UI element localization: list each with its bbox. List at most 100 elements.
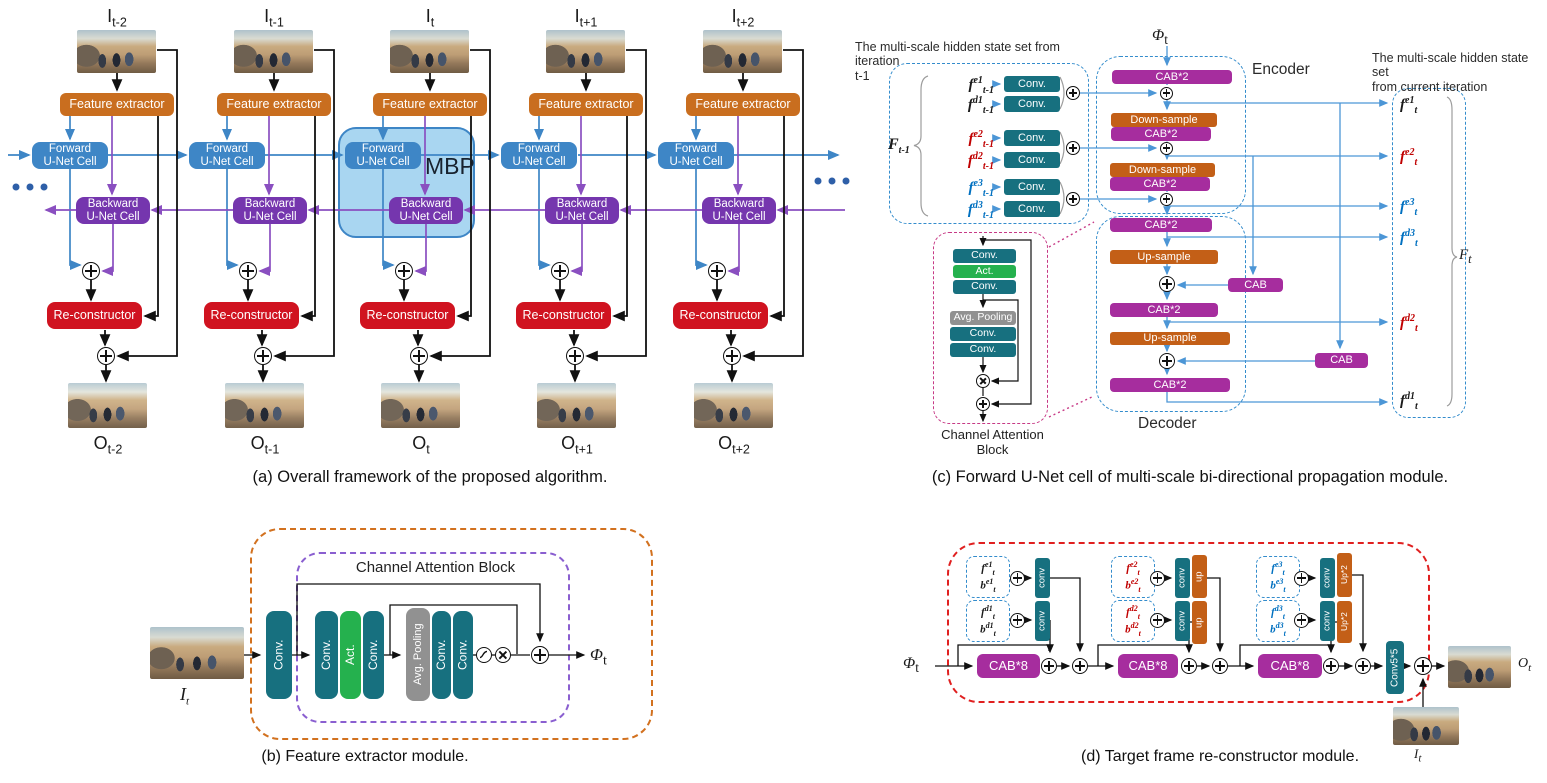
conv-box: Conv. bbox=[1004, 152, 1060, 168]
cab-title: Channel Attention Block bbox=[355, 559, 516, 576]
add-icon bbox=[531, 646, 549, 664]
input-frame-image bbox=[1393, 707, 1459, 745]
conv-box: Conv. bbox=[1004, 201, 1060, 217]
add-icon bbox=[1010, 570, 1025, 586]
output-frame-label: Ot bbox=[412, 433, 430, 457]
state-pair-box: fd1t bd1t bbox=[966, 600, 1010, 642]
add-icon bbox=[1066, 192, 1080, 206]
state-label: fd1t-1 bbox=[967, 95, 994, 116]
cab2-box: CAB*2 bbox=[1112, 70, 1232, 84]
add-icon bbox=[566, 347, 584, 365]
output-frame-label: Ot+2 bbox=[718, 433, 750, 457]
output-frame-image bbox=[381, 383, 460, 428]
input-frame-label: It-2 bbox=[107, 6, 127, 30]
add-icon bbox=[82, 262, 100, 280]
cab8-box: CAB*8 bbox=[1258, 654, 1322, 678]
feature-extractor-box: Feature extractor bbox=[529, 93, 643, 116]
act-box: Act. bbox=[953, 265, 1016, 278]
output-frame-image bbox=[68, 383, 147, 428]
state-label: bd3t bbox=[1270, 620, 1286, 638]
add-icon bbox=[1159, 353, 1175, 369]
state-label: fd2t bbox=[1400, 313, 1418, 334]
input-frame-label: It bbox=[425, 6, 435, 30]
state-label: be3t bbox=[1270, 576, 1286, 594]
state-label: be2t bbox=[1125, 576, 1141, 594]
conv-box: Conv. bbox=[950, 343, 1016, 357]
add-icon bbox=[97, 347, 115, 365]
avg-pooling-box: Avg. Pooling bbox=[950, 311, 1016, 325]
state-label: bd2t bbox=[1125, 620, 1141, 638]
panel-b-caption: (b) Feature extractor module. bbox=[261, 748, 469, 765]
state-pair-box: fe1t be1t bbox=[966, 556, 1010, 598]
input-frame-label: It-1 bbox=[264, 6, 284, 30]
add-icon bbox=[1066, 141, 1080, 155]
add-icon bbox=[239, 262, 257, 280]
f-prev-set-label: Ft-1 bbox=[888, 136, 910, 157]
cab2-box: CAB*2 bbox=[1110, 218, 1212, 232]
feature-extractor-box: Feature extractor bbox=[217, 93, 331, 116]
conv-box: Conv. bbox=[953, 280, 1016, 294]
state-label: fe3t bbox=[1271, 559, 1285, 577]
conv-box: Conv. bbox=[950, 327, 1016, 341]
conv-box: Conv. bbox=[953, 249, 1016, 263]
state-pair-box: fd2t bd2t bbox=[1111, 600, 1155, 642]
up-box: up bbox=[1192, 601, 1207, 644]
conv-box: conv bbox=[1035, 558, 1050, 598]
cab2-box: CAB*2 bbox=[1111, 127, 1211, 141]
input-frame-label: It+2 bbox=[731, 6, 755, 30]
decoder-label: Decoder bbox=[1138, 415, 1197, 432]
state-label: bd1t bbox=[980, 620, 996, 638]
reconstructor-box: Re-constructor bbox=[47, 302, 142, 329]
panel-c-caption: (c) Forward U-Net cell of multi-scale bi… bbox=[931, 468, 1449, 486]
state-label: fd2t bbox=[1126, 603, 1140, 621]
conv-box: Conv. bbox=[315, 611, 338, 699]
input-frame-image bbox=[234, 30, 313, 73]
input-frame-label: It bbox=[1414, 746, 1422, 765]
add-icon bbox=[1212, 658, 1228, 674]
output-frame-label: Ot+1 bbox=[561, 433, 593, 457]
feature-extractor-box: Feature extractor bbox=[373, 93, 487, 116]
conv-box: Conv. bbox=[1004, 76, 1060, 92]
reconstructor-group bbox=[947, 542, 1430, 703]
f-cur-set-label: Ft bbox=[1459, 247, 1472, 266]
reconstructor-box: Re-constructor bbox=[673, 302, 768, 329]
state-label: fd3t bbox=[1271, 603, 1285, 621]
multiply-icon bbox=[976, 374, 990, 388]
feature-extractor-group bbox=[250, 528, 653, 740]
add-icon bbox=[708, 262, 726, 280]
cab2-box: CAB*2 bbox=[1110, 177, 1210, 191]
up2-box: Up*2 bbox=[1337, 601, 1352, 643]
cab-box: CAB bbox=[1315, 353, 1368, 368]
cab8-box: CAB*8 bbox=[977, 654, 1040, 678]
conv-box: Conv. bbox=[1004, 130, 1060, 146]
add-icon bbox=[551, 262, 569, 280]
add-icon bbox=[1181, 658, 1197, 674]
down-sample-box: Down-sample bbox=[1110, 163, 1215, 177]
reconstructor-box: Re-constructor bbox=[204, 302, 299, 329]
input-frame-label: It bbox=[180, 684, 190, 708]
panel-d-caption: (d) Target frame re-constructor module. bbox=[1080, 748, 1360, 765]
conv-box: conv bbox=[1320, 601, 1335, 641]
conv-box: Conv. bbox=[432, 611, 451, 699]
cab8-box: CAB*8 bbox=[1118, 654, 1178, 678]
output-frame-image bbox=[537, 383, 616, 428]
conv-box: conv bbox=[1320, 558, 1335, 598]
conv-box: Conv. bbox=[1004, 96, 1060, 112]
add-icon bbox=[395, 262, 413, 280]
avg-pooling-box: Avg. Pooling bbox=[406, 608, 430, 701]
conv-box: Conv. bbox=[266, 611, 292, 699]
conv-box: Conv. bbox=[453, 611, 473, 699]
state-label: fe2t bbox=[1126, 559, 1140, 577]
state-label: fe1t bbox=[981, 559, 995, 577]
state-pair-box: fe2t be2t bbox=[1111, 556, 1155, 598]
input-frame-image bbox=[546, 30, 625, 73]
phi-input-label: Φt bbox=[903, 655, 919, 676]
state-label: fd1t bbox=[1400, 391, 1418, 412]
input-frame-image bbox=[150, 627, 244, 679]
